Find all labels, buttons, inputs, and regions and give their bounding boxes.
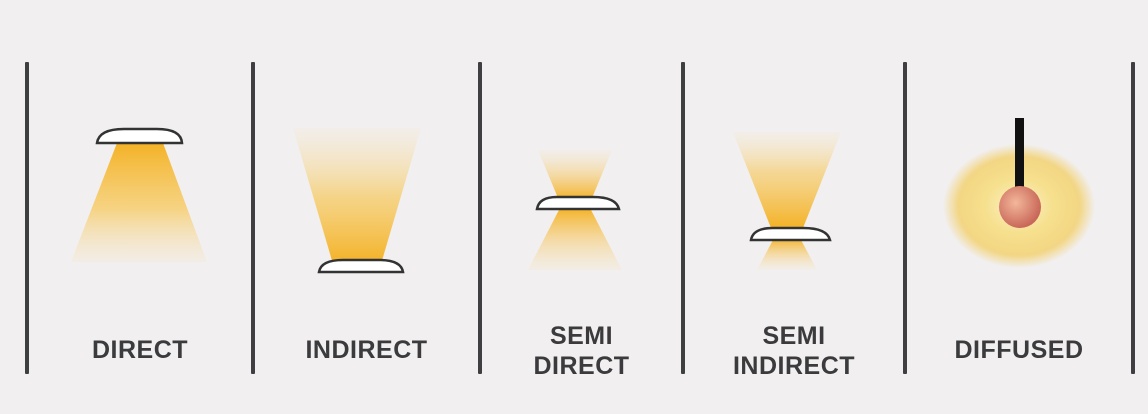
downward-light (528, 208, 622, 270)
fixture-dome (751, 228, 830, 240)
bulb (999, 186, 1041, 228)
panel-diffused: DIFFUSED (907, 0, 1131, 414)
label-semi-direct: SEMI DIRECT (482, 321, 681, 381)
light-beam (71, 143, 207, 262)
panel-semi-direct: SEMI DIRECT (482, 0, 681, 414)
label-direct: DIRECT (29, 335, 251, 365)
fixture-dome (97, 129, 182, 143)
panel-indirect: INDIRECT (255, 0, 478, 414)
light-beam (293, 128, 421, 264)
panel-semi-indirect: SEMI INDIRECT (685, 0, 903, 414)
upward-light (538, 150, 612, 198)
upward-light (733, 132, 841, 228)
divider-6 (1131, 62, 1135, 374)
fixture-dome (319, 260, 403, 272)
downward-light (757, 240, 817, 270)
panel-direct: DIRECT (29, 0, 251, 414)
label-semi-indirect: SEMI INDIRECT (685, 321, 903, 381)
label-diffused: DIFFUSED (907, 335, 1131, 365)
pendant-rod (1015, 118, 1024, 190)
label-indirect: INDIRECT (255, 335, 478, 365)
fixture-dome (537, 197, 619, 209)
